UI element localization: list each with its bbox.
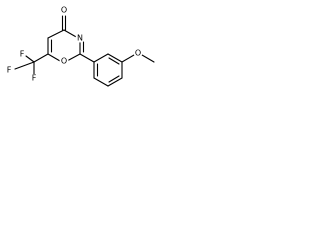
bond-ph-double-3	[108, 75, 120, 83]
bond-c2-o1	[66, 53, 81, 62]
atom-methoxy-oxygen: O	[135, 49, 141, 58]
mask-methoxy-oxygen	[133, 48, 143, 58]
mask-ring-nitrogen	[75, 33, 85, 43]
atom-fluorine-left: F	[7, 66, 12, 75]
mask-ring-oxygen	[59, 56, 69, 66]
bond-o1-c6	[47, 53, 61, 62]
bond-ph-c5-c6	[93, 77, 109, 87]
bond-c4-n3	[63, 29, 79, 39]
bond-cf3-f-top-left	[25, 55, 35, 63]
bond-c5-c4	[47, 29, 65, 39]
bond-ph-c1-c2	[93, 53, 109, 63]
mask-fluorine-left	[5, 66, 13, 74]
bond-ph-double-2	[108, 57, 120, 65]
atom-ring-nitrogen: N	[77, 34, 83, 43]
bond-c2-phenyl	[79, 53, 95, 63]
mask-fluorine-bottom	[30, 74, 38, 82]
atom-ring-oxygen: O	[61, 57, 67, 66]
mask-carbonyl-oxygen	[59, 5, 69, 15]
bond-ph-c4-c5	[107, 77, 123, 87]
bond-o-methyl	[141, 54, 155, 63]
bond-ph-c2-c3	[107, 53, 123, 63]
bond-c6-cf3	[33, 53, 49, 63]
atom-fluorine-bottom: F	[32, 74, 37, 83]
bond-cf3-f-left	[14, 61, 35, 70]
atom-carbonyl-oxygen: O	[61, 6, 67, 15]
chemical-structure-diagram: O N O O F F F	[5, 5, 155, 87]
atom-fluorine-top-left: F	[20, 50, 25, 59]
bond-ph-o-methoxy	[121, 54, 135, 63]
mask-fluorine-top-left	[18, 50, 26, 58]
